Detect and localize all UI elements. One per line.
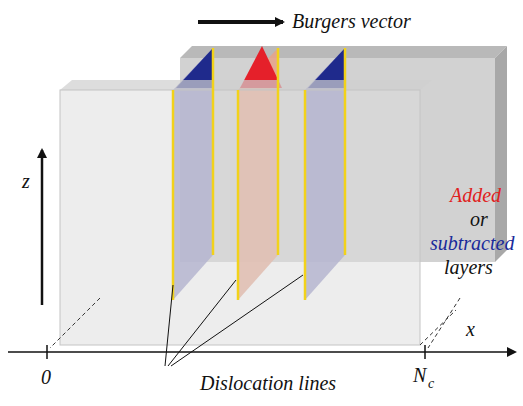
burgers-vector-label: Burgers vector <box>292 10 411 32</box>
axis-tick-subscript: c <box>428 376 434 391</box>
projection-lines <box>50 298 460 348</box>
legend-word: or <box>470 208 488 230</box>
subtracted-label: subtracted <box>430 232 514 254</box>
burgers-arrow <box>198 20 283 24</box>
axis-label: x <box>466 318 475 340</box>
axis-tick-label: N <box>413 364 426 386</box>
dislocation-lines <box>173 48 345 300</box>
back-slab-side <box>495 46 507 262</box>
front-slab-face <box>60 90 420 345</box>
tick <box>46 345 48 359</box>
axis-tick-label: 0 <box>41 366 51 388</box>
leader-lines <box>165 275 303 366</box>
z-axis <box>41 150 44 305</box>
dislocation-lines-label: Dislocation lines <box>200 372 336 394</box>
x-axis <box>8 351 515 353</box>
added-label: Added <box>450 184 501 206</box>
front-slab-top <box>60 80 432 90</box>
legend-word: layers <box>444 256 493 278</box>
tick <box>424 345 426 359</box>
axis-label: z <box>22 170 30 192</box>
